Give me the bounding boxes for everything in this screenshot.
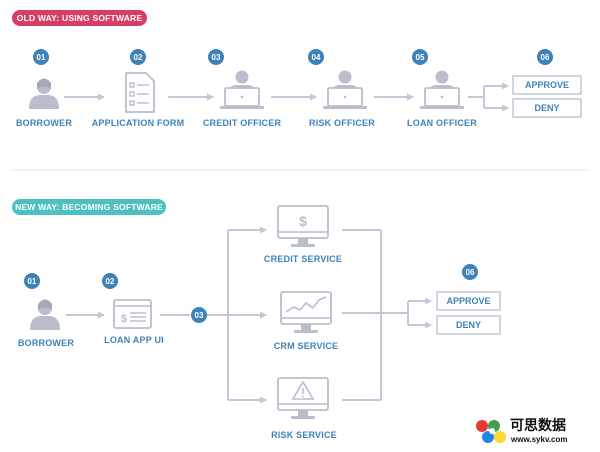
step-number: 02 bbox=[134, 53, 143, 62]
approve-label: APPROVE bbox=[525, 80, 569, 90]
deny-box bbox=[436, 315, 501, 335]
new-way-banner bbox=[12, 199, 166, 215]
watermark-text: 可思数据 bbox=[510, 417, 566, 434]
crm-service: CRM SERVICE bbox=[274, 291, 339, 351]
step-number-badge bbox=[33, 49, 49, 65]
officer-laptop-icon bbox=[219, 69, 265, 110]
step-number-badge bbox=[412, 49, 428, 65]
step-label: CREDIT OFFICER bbox=[203, 118, 282, 128]
svg-text:$: $ bbox=[121, 313, 127, 325]
old-way-banner bbox=[12, 10, 147, 26]
borrower-icon bbox=[29, 78, 59, 109]
step-number: 02 bbox=[106, 277, 115, 286]
chart-monitor-icon bbox=[280, 291, 332, 334]
step-label: LOAN OFFICER bbox=[407, 118, 477, 128]
old-step-application-form: 02 APPLICATION FORM bbox=[92, 49, 185, 128]
step-number: 06 bbox=[466, 268, 475, 277]
approve-label: APPROVE bbox=[446, 296, 490, 306]
hub-number: 03 bbox=[195, 311, 204, 320]
service-label: CRM SERVICE bbox=[274, 341, 339, 351]
new-way-section: NEW WAY: BECOMING SOFTWARE 01 BORROWER 0… bbox=[12, 199, 501, 440]
document-icon bbox=[125, 72, 155, 113]
step-label: BORROWER bbox=[18, 338, 74, 348]
new-step-loan-app-ui: 02 $ LOAN APP UI bbox=[102, 273, 164, 345]
officer-laptop-icon bbox=[322, 69, 368, 110]
deny-label: DENY bbox=[534, 103, 559, 113]
step-number-badge bbox=[537, 49, 553, 65]
dollar-monitor-icon: $ bbox=[277, 205, 329, 248]
step-label: RISK OFFICER bbox=[309, 118, 375, 128]
service-label: CREDIT SERVICE bbox=[264, 254, 342, 264]
credit-service: $ CREDIT SERVICE bbox=[264, 205, 342, 264]
borrower-icon bbox=[30, 299, 60, 330]
step-number: 06 bbox=[541, 53, 550, 62]
deny-box bbox=[512, 98, 582, 118]
old-step-loan-officer: 05 LOAN OFFICER bbox=[407, 49, 477, 128]
step-number: 03 bbox=[212, 53, 221, 62]
watermark: 可思数据 www.sykv.com bbox=[476, 417, 567, 444]
step-label: BORROWER bbox=[16, 118, 72, 128]
watermark-url: www.sykv.com bbox=[510, 435, 567, 444]
deny-label: DENY bbox=[456, 320, 481, 330]
old-step-credit-officer: 03 CREDIT OFFICER bbox=[203, 49, 282, 128]
app-window-icon: $ bbox=[113, 299, 152, 329]
approve-box bbox=[436, 291, 501, 311]
old-decision: 06 APPROVE DENY bbox=[512, 49, 582, 118]
old-way-banner-text: OLD WAY: USING SOFTWARE bbox=[17, 13, 143, 23]
service-label: RISK SERVICE bbox=[271, 430, 337, 440]
step-number-badge bbox=[208, 49, 224, 65]
step-number: 05 bbox=[416, 53, 425, 62]
risk-service: RISK SERVICE bbox=[271, 377, 337, 440]
step-number: 01 bbox=[37, 53, 46, 62]
hub-number-badge bbox=[191, 307, 207, 323]
step-number-badge bbox=[462, 264, 478, 280]
step-number-badge bbox=[308, 49, 324, 65]
svg-text:$: $ bbox=[299, 213, 307, 229]
new-step-borrower: 01 BORROWER bbox=[18, 273, 74, 348]
watermark-logo-icon bbox=[476, 420, 506, 443]
new-decision: 06 APPROVE DENY bbox=[436, 264, 501, 335]
old-way-section: OLD WAY: USING SOFTWARE 01 BORROWER 02 A… bbox=[12, 10, 582, 128]
step-label: LOAN APP UI bbox=[104, 335, 164, 345]
step-number: 01 bbox=[28, 277, 37, 286]
officer-laptop-icon bbox=[419, 69, 465, 110]
step-number: 04 bbox=[312, 53, 321, 62]
step-label: APPLICATION FORM bbox=[92, 118, 185, 128]
old-step-borrower: 01 BORROWER bbox=[16, 49, 72, 128]
step-number-badge bbox=[102, 273, 118, 289]
approve-box bbox=[512, 75, 582, 95]
warning-monitor-icon bbox=[277, 377, 329, 420]
step-number-badge bbox=[24, 273, 40, 289]
new-way-banner-text: NEW WAY: BECOMING SOFTWARE bbox=[15, 202, 163, 212]
step-number-badge bbox=[130, 49, 146, 65]
old-step-risk-officer: 04 RISK OFFICER bbox=[308, 49, 375, 128]
